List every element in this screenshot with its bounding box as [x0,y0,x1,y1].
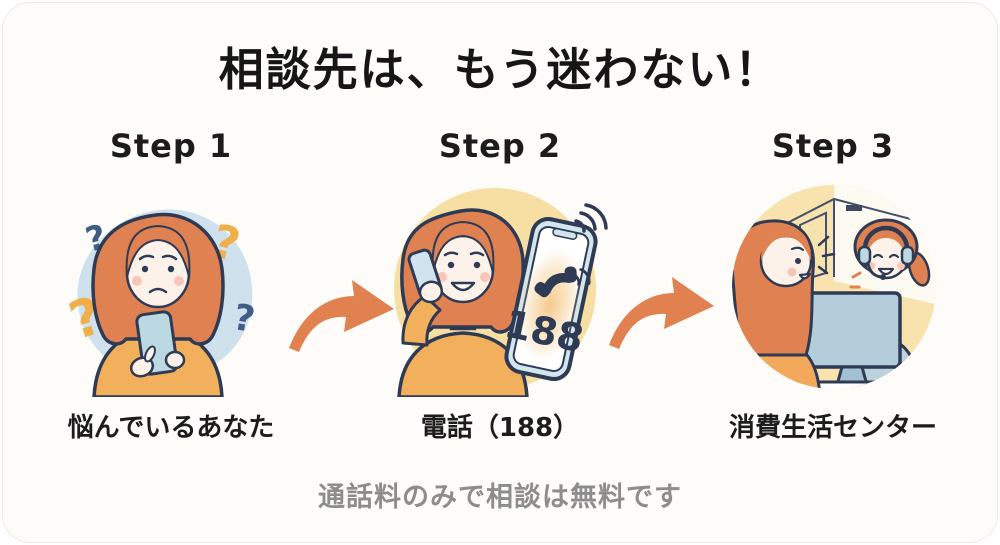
step1-caption: 悩んでいるあなた [67,413,275,443]
ceiling-vent [846,205,862,211]
step2-label: Step 2 [438,127,562,165]
step3-caption: 消費生活センター [728,413,937,443]
eye [473,261,481,269]
eye [447,261,455,269]
eye [141,265,149,273]
page-title: 相談先は、もう迷わない！ [218,43,782,96]
cheek [480,272,490,282]
headset-earcup-icon [900,245,915,266]
speech-line [817,235,836,275]
step1-illustration: ? ? ? ? [56,177,286,397]
eye [167,265,175,273]
step1-label: Step 1 [109,127,233,165]
visitor-smile [798,272,812,280]
step3-illustration [716,177,951,397]
handset-wave-icon [579,268,591,285]
visitor-bangs [761,227,811,261]
curved-arrow-icon [609,277,714,349]
step3-label: Step 3 [771,127,895,165]
hand [164,350,186,370]
phone-handset-icon [534,266,577,298]
operator-eye [872,253,884,259]
eyebrow [138,254,155,261]
eyebrow [469,251,485,257]
smile-mouth [450,281,476,292]
visitor-eyebrow [790,246,805,252]
bangs [431,220,495,274]
visitor-cheek [787,267,797,277]
consumer-center-illustration [732,185,936,389]
worried-woman-illustration: ? ? ? ? [62,209,258,397]
bangs [125,224,191,278]
curved-arrow-icon [289,280,394,352]
phone-notch [552,227,578,240]
cheek [132,276,142,286]
orange-accent-mark [849,271,862,289]
calling-woman-illustration: 188 [394,188,608,397]
cheek [174,276,184,286]
small-phone-at-ear-icon [407,248,444,304]
headset-band-icon [862,225,910,250]
signal-wave-icon [574,219,586,233]
handset-wave-icon [573,273,581,286]
arrow-step2-to-step3 [606,251,718,353]
step2-caption: 電話（188） [420,413,580,443]
operator-eye [888,253,900,259]
visitor-eye [795,258,801,264]
thumb [144,345,156,363]
operator-smile [877,267,895,276]
monitor-icon [800,291,902,369]
desk [770,380,936,389]
signal-wave-icon [579,211,597,231]
arrow-step1-to-step2 [286,254,398,356]
operator-cheek [897,262,905,270]
eyebrow [443,251,459,257]
sad-mouth [148,287,168,294]
eyebrow [161,254,178,261]
signal-wave-icon [584,203,608,230]
headset-mic-tip [880,274,886,280]
step2-illustration: 188 [385,177,615,397]
footer-note: 通話料のみで相談は無料です [318,482,682,513]
headset-earcup-icon [857,245,872,266]
sleeve [401,294,442,347]
operator-bangs [865,229,907,257]
large-phone-188: 188 [501,217,598,381]
